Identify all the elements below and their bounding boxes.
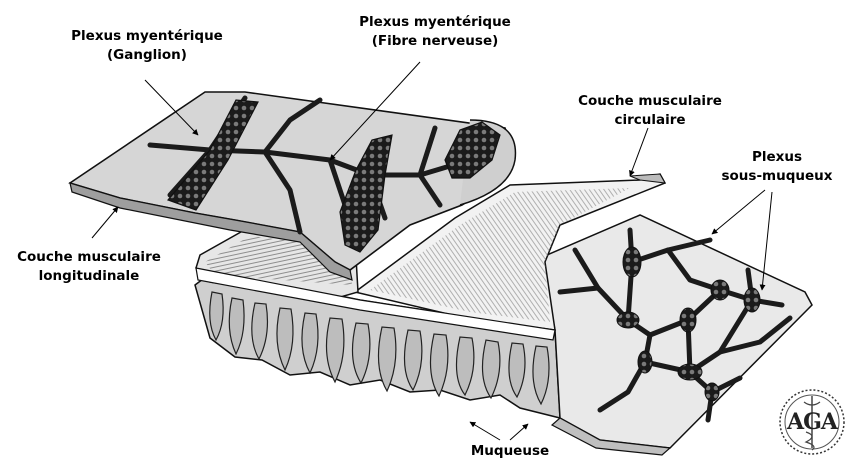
aga-logo: AGA bbox=[778, 388, 846, 456]
logo-text: AGA bbox=[778, 409, 846, 435]
submucosa-layer bbox=[540, 215, 812, 455]
label-plexus-myenterique-fibre: Plexus myentérique (Fibre nerveuse) bbox=[330, 13, 540, 51]
label-couche-musculaire-longitudinale: Couche musculaire longitudinale bbox=[4, 248, 174, 286]
label-plexus-myenterique-ganglion: Plexus myentérique (Ganglion) bbox=[42, 27, 252, 65]
label-couche-musculaire-circulaire: Couche musculaire circulaire bbox=[555, 92, 745, 130]
label-muqueuse: Muqueuse bbox=[455, 442, 565, 461]
label-plexus-sous-muqueux: Plexus sous-muqueux bbox=[712, 148, 842, 186]
